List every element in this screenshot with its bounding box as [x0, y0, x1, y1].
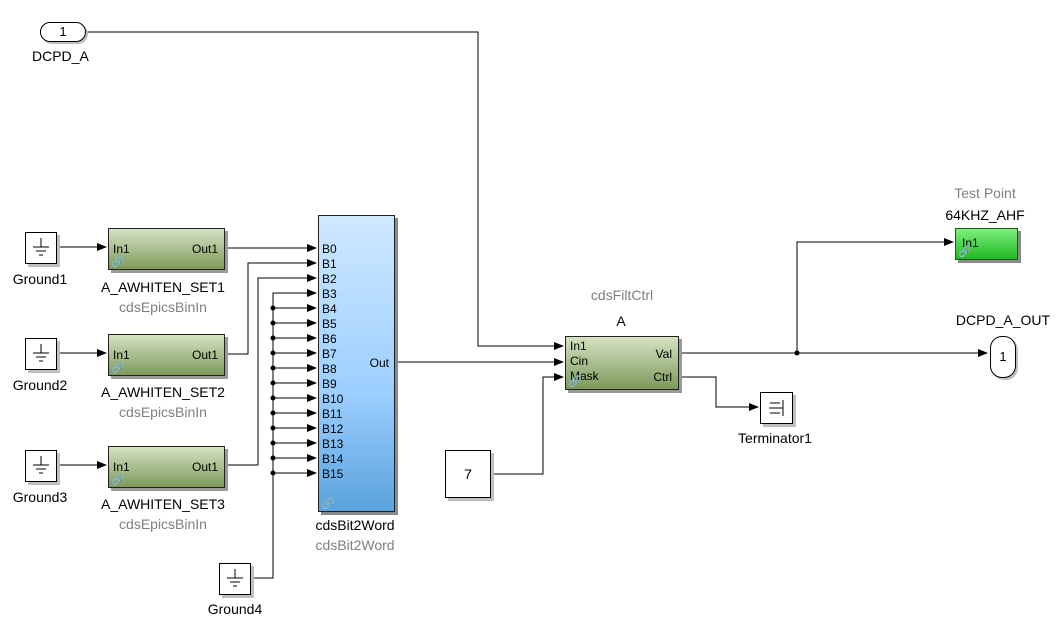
test-point-in-port: In1	[962, 236, 979, 250]
ground-block-2[interactable]	[25, 338, 57, 370]
ground-label-1: Ground1	[12, 271, 68, 287]
epics-out-port: Out1	[191, 348, 218, 362]
filtctrl-val: Val	[655, 347, 672, 361]
bit2word-input-b10: B10	[322, 392, 344, 406]
epics-out-port: Out1	[191, 460, 218, 474]
bit2word-input-b5: B5	[322, 317, 337, 331]
epics-block-name-2: A_AWHITEN_SET2	[101, 384, 225, 400]
epics-block-1[interactable]: In1 Out1 🔗	[108, 228, 225, 270]
ground-block-1[interactable]	[25, 232, 57, 264]
filtctrl-block[interactable]: In1 Cin Mask Val Ctrl 🔗	[565, 336, 679, 390]
ground-block-4[interactable]	[219, 563, 251, 595]
bit2word-input-b4: B4	[322, 302, 337, 316]
ground-block-3[interactable]	[25, 450, 57, 482]
epics-out-port: Out1	[191, 242, 218, 256]
bit2word-input-b1: B1	[322, 257, 337, 271]
outport-label: DCPD_A_OUT	[955, 312, 1051, 328]
terminator-icon	[769, 400, 784, 416]
outport-dcpd-a-out[interactable]: 1	[990, 336, 1016, 378]
bit2word-block[interactable]: B0 B1 B2 B3 B4 B5 B6 B7 B8 B9 B10 B11 B1…	[318, 215, 395, 512]
filtctrl-library: cdsFiltCtrl	[590, 287, 654, 303]
bit2word-input-b0: B0	[322, 242, 337, 256]
library-link-icon: 🔗	[568, 376, 582, 388]
bit2word-input-b15: B15	[322, 467, 344, 481]
epics-in-port: In1	[113, 348, 130, 362]
epics-block-name-1: A_AWHITEN_SET1	[101, 279, 225, 295]
bit2word-input-b11: B11	[322, 407, 343, 421]
epics-block-library-1: cdsEpicsBinIn	[119, 299, 207, 315]
filtctrl-in1: In1	[570, 339, 587, 353]
bit2word-input-b3: B3	[322, 287, 337, 301]
bit2word-input-b7: B7	[322, 347, 337, 361]
bit2word-input-b6: B6	[322, 332, 337, 346]
ground-label-2: Ground2	[12, 377, 68, 393]
epics-in-port: In1	[113, 242, 130, 256]
inport-label: DCPD_A	[32, 48, 89, 64]
library-link-icon: 🔗	[321, 498, 335, 510]
bit2word-input-b9: B9	[322, 377, 337, 391]
test-point-library: Test Point	[954, 185, 1016, 201]
test-point-block[interactable]: In1 🔗	[955, 228, 1018, 260]
bit2word-output: Out	[369, 356, 389, 370]
test-point-name: 64KHZ_AHF	[945, 207, 1025, 223]
constant-value: 7	[464, 466, 472, 482]
ground-label-4: Ground4	[207, 601, 263, 617]
bit2word-input-b8: B8	[322, 362, 337, 376]
terminator-label: Terminator1	[738, 430, 812, 446]
terminator-block[interactable]	[760, 392, 793, 424]
library-link-icon: 🔗	[958, 246, 972, 258]
bit2word-input-b13: B13	[322, 437, 344, 451]
bit2word-input-b14: B14	[322, 452, 344, 466]
library-link-icon: 🔗	[111, 362, 125, 374]
ground-icon	[33, 238, 49, 256]
library-link-icon: 🔗	[111, 256, 125, 268]
ground-icon	[33, 456, 49, 474]
outport-number: 1	[999, 349, 1007, 364]
bit2word-library: cdsBit2Word	[315, 537, 395, 553]
epics-block-name-3: A_AWHITEN_SET3	[101, 496, 225, 512]
filtctrl-name: A	[616, 313, 626, 329]
epics-in-port: In1	[113, 460, 130, 474]
library-link-icon: 🔗	[111, 474, 125, 486]
ground-icon	[33, 344, 49, 362]
bit2word-input-b12: B12	[322, 422, 344, 436]
epics-block-2[interactable]: In1 Out1 🔗	[108, 334, 225, 376]
epics-block-library-3: cdsEpicsBinIn	[119, 516, 207, 532]
ground-icon	[227, 569, 243, 587]
filtctrl-mask: Mask	[570, 369, 599, 383]
filtctrl-ctrl: Ctrl	[653, 370, 672, 384]
inport-dcpd-a[interactable]: 1	[40, 22, 86, 42]
filtctrl-cin: Cin	[570, 354, 589, 368]
epics-block-library-2: cdsEpicsBinIn	[119, 404, 207, 420]
bit2word-input-b2: B2	[322, 272, 337, 286]
epics-block-3[interactable]: In1 Out1 🔗	[108, 446, 225, 488]
inport-number: 1	[59, 24, 67, 39]
constant-block[interactable]: 7	[445, 450, 491, 498]
bit2word-name: cdsBit2Word	[315, 517, 395, 533]
ground-label-3: Ground3	[12, 489, 68, 505]
